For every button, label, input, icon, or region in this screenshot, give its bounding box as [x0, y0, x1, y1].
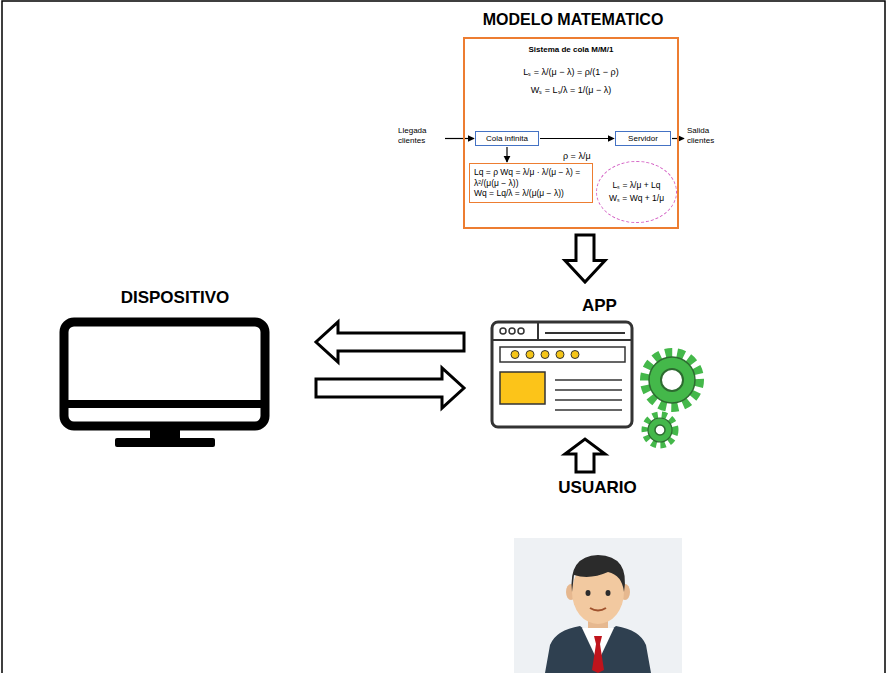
node-text: Lq = ρ Wq = λ/μ · λ/(μ − λ) = λ²/(μ(μ − …: [474, 167, 588, 188]
formula: Lₛ = λ/(μ − λ) = ρ/(1 − ρ): [465, 65, 677, 78]
device-node: DISPOSITIVO: [40, 280, 310, 460]
block-arrow: [565, 235, 605, 282]
output-label: Salida clientes: [687, 126, 731, 145]
flow-arrow: [506, 147, 507, 162]
flow-arrow: [540, 138, 614, 139]
person-picture: [514, 538, 682, 673]
node-text: Wq = Lq/λ = λ/(μ(μ − λ)): [474, 188, 588, 199]
node-text: Servidor: [619, 134, 667, 143]
monitor-icon: [64, 322, 265, 447]
app-icon: [492, 322, 699, 445]
input-label: Llegada clientes: [398, 126, 442, 145]
leader-arrow: [445, 138, 474, 139]
node-text: Lₛ = λ/μ + Lq: [612, 179, 660, 192]
block-arrow: [316, 368, 464, 408]
user-node: USUARIO: [520, 478, 675, 673]
app-node: APP: [470, 288, 710, 433]
heading: APP: [582, 296, 652, 316]
title-heading: MODELO MATEMATICO: [425, 11, 721, 29]
block-arrow: [565, 439, 605, 472]
node-text: Wₛ = Wq + 1/μ: [609, 192, 664, 205]
formula: ρ = λ/μ: [563, 151, 613, 161]
model-box: MODELO MATEMATICOSistema de cola M/M/1Lₛ…: [463, 37, 679, 229]
formula-box: Lq = ρ Wq = λ/μ · λ/(μ − λ) = λ²/(μ(μ − …: [469, 163, 593, 203]
server-box: Servidor: [615, 131, 671, 146]
formula-circle: Lₛ = λ/μ + LqWₛ = Wq + 1/μ: [596, 161, 677, 223]
formula: Wₛ = Lₛ/λ = 1/(μ − λ): [465, 83, 677, 96]
block-arrow: [316, 322, 464, 362]
heading: USUARIO: [520, 478, 675, 498]
heading: DISPOSITIVO: [40, 288, 310, 308]
model-title: Sistema de cola M/M/1: [465, 45, 677, 54]
node-text: Cola infinita: [479, 134, 535, 143]
queue-box: Cola infinita: [475, 131, 539, 146]
